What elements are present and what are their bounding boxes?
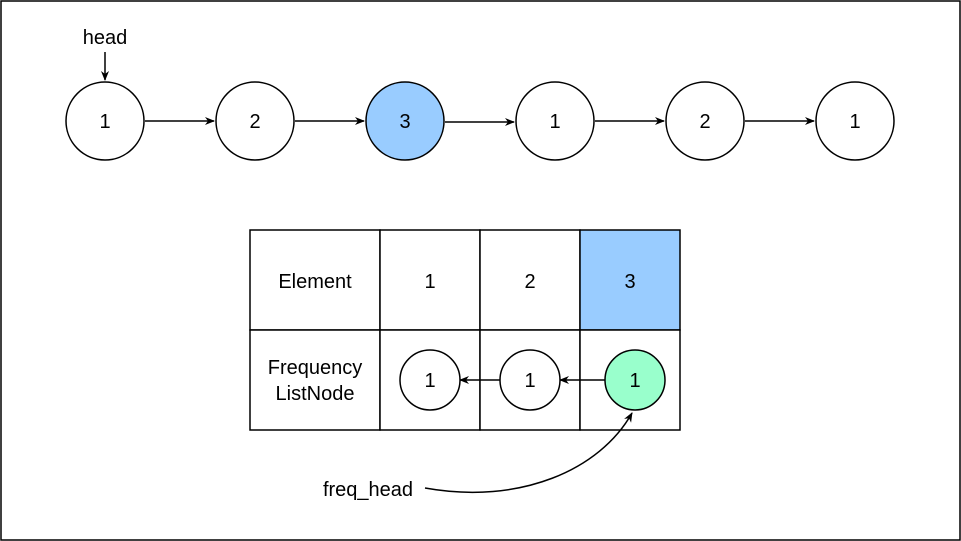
- list-node-value: 2: [249, 111, 260, 133]
- head-label: head: [83, 27, 128, 49]
- table-header-element-cell: [249, 229, 381, 331]
- list-node-circle: [515, 81, 595, 161]
- list-node-1: 1: [65, 81, 145, 161]
- list-node-circle: [665, 81, 745, 161]
- list-node-value: 2: [699, 111, 710, 133]
- table-element-cell-3-highlighted: [579, 229, 681, 331]
- list-node-circle: [65, 81, 145, 161]
- list-node-5: 2: [665, 81, 745, 161]
- freq-head-label: freq_head: [323, 479, 413, 501]
- list-node-value: 1: [549, 111, 560, 133]
- freq-node-2: 1: [499, 349, 561, 411]
- freq-node-3: 1: [604, 349, 666, 411]
- list-node-4: 1: [515, 81, 595, 161]
- list-node-3: 3: [365, 81, 445, 161]
- freq-head-pointer-arrow: [424, 412, 633, 494]
- list-node-circle: [215, 81, 295, 161]
- table-element-value-3: 3: [624, 271, 635, 293]
- table-header-element-label: Element: [278, 271, 352, 293]
- list-node-circle-highlighted: [365, 81, 445, 161]
- list-node-6: 1: [815, 81, 895, 161]
- list-node-value: 3: [399, 111, 410, 133]
- table-element-value-2: 2: [524, 271, 535, 293]
- table-element-cell-2: [479, 229, 581, 331]
- table-header-frequency-line1: Frequency: [268, 357, 363, 379]
- freq-node-circle: [399, 349, 461, 411]
- freq-node-value: 1: [629, 370, 640, 392]
- list-node-circle: [815, 81, 895, 161]
- list-node-value: 1: [99, 111, 110, 133]
- freq-node-value: 1: [524, 370, 535, 392]
- table-element-value-1: 1: [424, 271, 435, 293]
- table-header-frequency-cell: [249, 329, 381, 431]
- freq-node-1: 1: [399, 349, 461, 411]
- frequency-table: Element 1 2 3 Frequency ListNode: [249, 229, 681, 431]
- freq-node-circle-highlighted: [604, 349, 666, 411]
- list-node-2: 2: [215, 81, 295, 161]
- list-node-value: 1: [849, 111, 860, 133]
- freq-node-circle: [499, 349, 561, 411]
- freq-node-value: 1: [424, 370, 435, 392]
- table-header-frequency-line2: ListNode: [276, 383, 355, 405]
